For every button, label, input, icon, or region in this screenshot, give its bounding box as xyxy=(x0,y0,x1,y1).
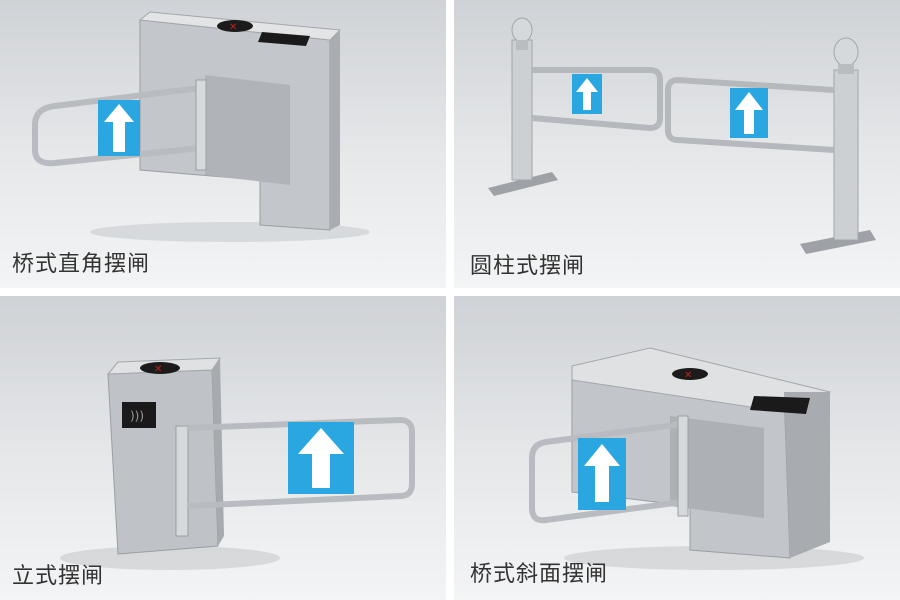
up-arrow-icon xyxy=(735,92,763,134)
up-arrow-icon xyxy=(584,444,620,502)
svg-text:✕: ✕ xyxy=(684,370,692,381)
caption-vertical-gate: 立式摆闸 xyxy=(12,564,105,589)
bridge-sloped-gate-illustration: ✕ xyxy=(529,347,864,570)
panel-bridge-right-angle-gate: ✕ 桥式直角摆闸 xyxy=(0,0,446,288)
cylindrical-gate-illustration xyxy=(488,17,876,254)
caption-bridge-right-angle-gate: 桥式直角摆闸 xyxy=(12,252,151,277)
panel-bridge-sloped-gate: ✕ 桥式斜面摆闸 xyxy=(454,296,900,600)
card-reader-icon xyxy=(122,402,156,428)
up-arrow-icon xyxy=(298,428,344,488)
card-reader-icon xyxy=(750,396,810,414)
vertical-gate-illustration: ✕ ))) xyxy=(60,357,415,570)
panel-vertical-gate: ✕ ))) 立式摆闸 xyxy=(0,296,446,600)
up-arrow-icon xyxy=(104,104,134,152)
red-x-indicator-icon xyxy=(140,362,180,374)
svg-text:))): ))) xyxy=(130,409,144,423)
svg-text:✕: ✕ xyxy=(229,22,237,33)
caption-bridge-sloped-gate: 桥式斜面摆闸 xyxy=(470,562,609,587)
svg-text:✕: ✕ xyxy=(154,364,162,375)
panel-cylindrical-gate: 圆柱式摆闸 xyxy=(454,0,900,288)
bridge-right-angle-gate-illustration: ✕ xyxy=(32,11,370,242)
card-reader-icon xyxy=(258,32,310,46)
red-x-indicator-icon xyxy=(217,20,253,32)
up-arrow-icon xyxy=(576,78,598,110)
caption-cylindrical-gate: 圆柱式摆闸 xyxy=(470,254,586,279)
red-x-indicator-icon xyxy=(672,368,708,380)
